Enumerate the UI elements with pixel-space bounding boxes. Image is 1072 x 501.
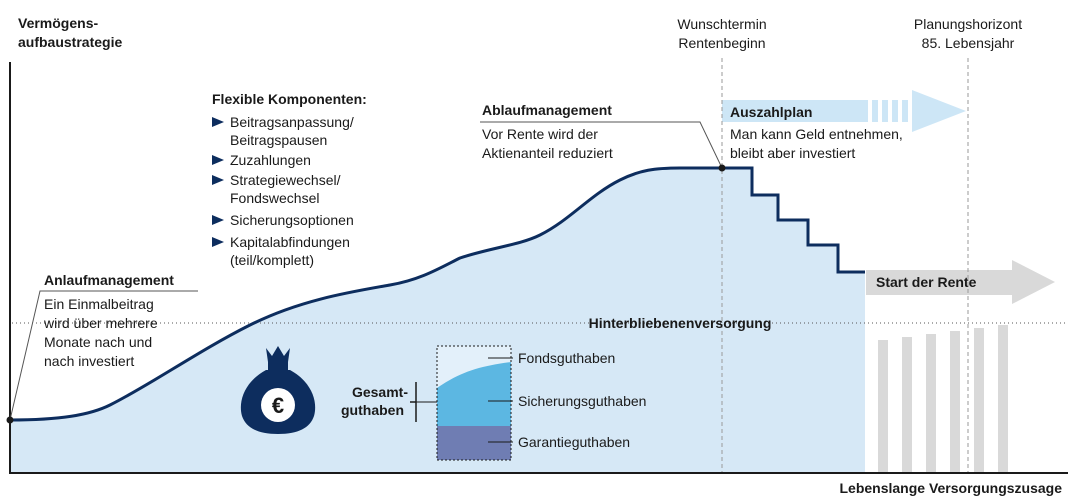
start-rente-label: Start der Rente — [876, 274, 977, 290]
flexible-item-5-line-2: (teil/komplett) — [230, 252, 314, 268]
anlauf-text-1: Ein Einmalbeitrag — [44, 296, 154, 312]
auszahlplan-dash — [872, 100, 878, 122]
stack-frame — [436, 345, 512, 461]
wealth-curve — [9, 166, 865, 422]
gesamt-label-2: guthaben — [341, 402, 404, 418]
triangle-bullet-icon — [212, 175, 224, 185]
flexible-title: Flexible Komponenten: — [212, 91, 367, 107]
horizon-label-2: 85. Lebensjahr — [922, 35, 1015, 51]
anlauf-text-3: Monate nach und — [44, 334, 152, 350]
flexible-item-5-line-1: Kapitalabfindungen — [230, 234, 350, 250]
anlauf-title: Anlaufmanagement — [44, 272, 174, 288]
flexible-item-3-line-2: Fondswechsel — [230, 190, 320, 206]
payout-column — [950, 331, 960, 472]
anlauf-text-2: wird über mehrere — [43, 315, 158, 331]
x-axis-label: Lebenslange Versorgungszusage — [839, 480, 1062, 496]
money-bag-neck — [268, 362, 288, 371]
legend-sicherung: Sicherungsguthaben — [518, 393, 646, 409]
ablauf-callout-line — [480, 121, 723, 169]
flexible-item-3-line-1: Strategiewechsel/ — [230, 172, 341, 188]
triangle-bullet-icon — [212, 237, 224, 247]
payout-columns — [878, 325, 1008, 472]
auszahlplan-dash — [892, 100, 898, 122]
retirement-label-2: Rentenbeginn — [678, 35, 765, 51]
ablauf-text-1: Vor Rente wird der — [482, 126, 598, 142]
euro-symbol: € — [272, 393, 284, 418]
auszahlplan-dash — [902, 100, 908, 122]
flexible-item-1-line-1: Beitragsanpassung/ — [230, 114, 354, 130]
start-rente-arrow-body — [870, 260, 1055, 304]
sicherung-layer — [437, 362, 511, 426]
flexible-item-1-line-2: Beitragspausen — [230, 132, 327, 148]
auszahlplan-text-2: bleibt aber investiert — [730, 145, 855, 161]
y-axis-label-1: Vermögens- — [18, 15, 98, 31]
retirement-label-1: Wunschtermin — [677, 16, 766, 32]
start-rente-arrow — [866, 260, 1055, 304]
guthaben-stack — [436, 345, 512, 461]
start-dot — [6, 416, 14, 424]
auszahlplan-arrow — [722, 90, 966, 132]
anlauf-callout-line — [9, 290, 198, 421]
payout-column — [998, 325, 1008, 472]
gesamt-label-1: Gesamt- — [352, 384, 408, 400]
payout-column — [926, 334, 936, 472]
legend-fonds: Fondsguthaben — [518, 350, 615, 366]
start-rente-dash — [866, 270, 870, 295]
anlauf-text-4: nach investiert — [44, 353, 134, 369]
payout-column — [878, 340, 888, 472]
horizon-label-1: Planungshorizont — [914, 16, 1022, 32]
y-axis-label-2: aufbaustrategie — [18, 34, 122, 50]
flexible-list: Beitragsanpassung/ Beitragspausen Zuzahl… — [212, 114, 354, 268]
triangle-bullet-icon — [212, 117, 224, 127]
payout-column — [902, 337, 912, 472]
money-bag-knot — [266, 346, 290, 362]
survivor-label: Hinterbliebenenversorgung — [589, 315, 772, 331]
money-bag-icon: € — [240, 346, 316, 434]
ablauf-text-2: Aktienanteil reduziert — [482, 145, 613, 161]
garantie-layer — [437, 426, 511, 460]
payout-column — [974, 328, 984, 472]
legend-garantie: Garantieguthaben — [518, 434, 630, 450]
flexible-item-2: Zuzahlungen — [230, 152, 311, 168]
flexible-item-4: Sicherungsoptionen — [230, 212, 354, 228]
retirement-dot — [718, 164, 726, 172]
auszahlplan-dash — [882, 100, 888, 122]
money-bag-coin — [261, 388, 295, 422]
auszahlplan-title: Auszahlplan — [730, 104, 812, 120]
wealth-area — [10, 168, 865, 472]
ablauf-title: Ablaufmanagement — [482, 102, 612, 118]
triangle-bullet-icon — [212, 155, 224, 165]
auszahlplan-text-1: Man kann Geld entnehmen, — [730, 126, 903, 142]
auszahlplan-arrow-body — [722, 100, 868, 122]
auszahlplan-arrow-head — [912, 90, 966, 132]
triangle-bullet-icon — [212, 215, 224, 225]
